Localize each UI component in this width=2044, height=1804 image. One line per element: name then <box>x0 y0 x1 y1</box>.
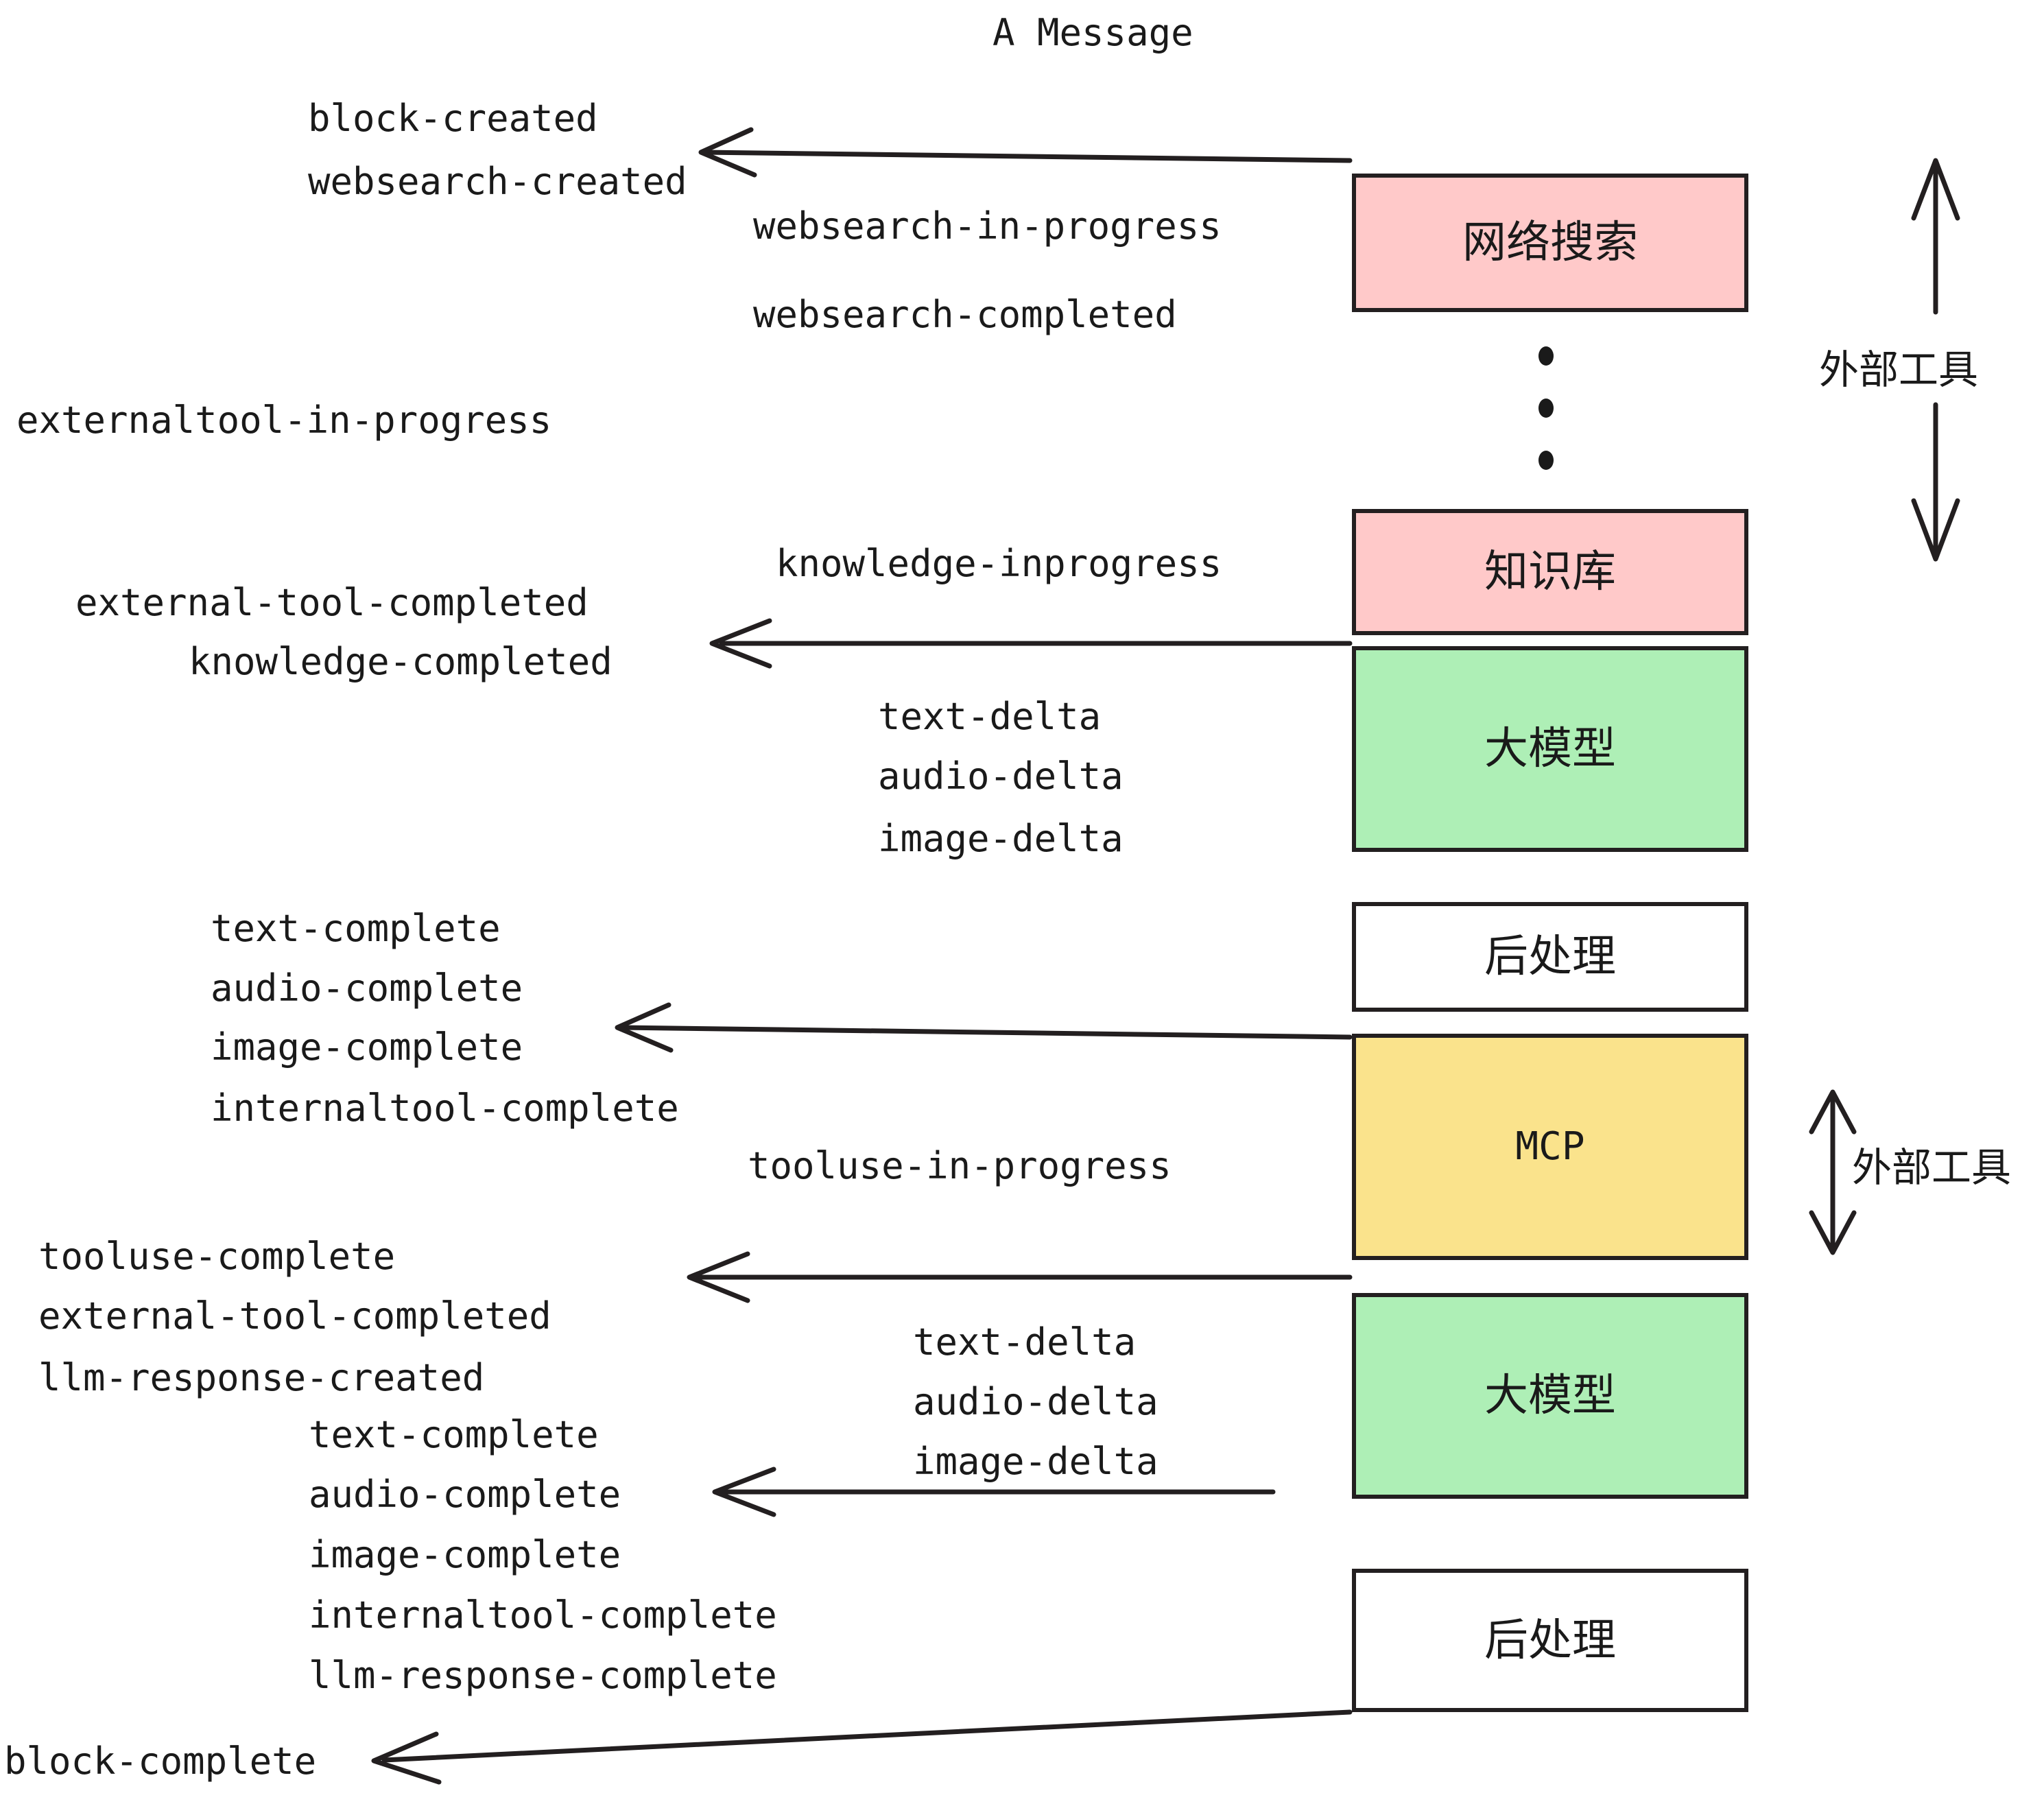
external-tools-label-bottom: 外部工具 <box>1852 1144 2012 1191</box>
arrow-knowledge-to-events <box>709 618 1353 669</box>
event-websearch-created: websearch-created <box>308 160 687 203</box>
node-postprocess-2-label: 后处理 <box>1484 1615 1616 1666</box>
arrow-postprocess2-to-block-complete <box>371 1709 1353 1785</box>
event-internaltool-complete-2: internaltool-complete <box>309 1593 777 1637</box>
event-tooluse-complete: tooluse-complete <box>38 1235 396 1278</box>
ellipsis-dot <box>1538 399 1554 418</box>
external-tools-bottom-arrow <box>1809 1089 1857 1255</box>
vertical-ellipsis-icon <box>1536 346 1556 470</box>
event-image-delta-2: image-delta <box>913 1440 1158 1483</box>
event-text-complete-2: text-complete <box>309 1413 599 1456</box>
ellipsis-dot <box>1538 451 1554 470</box>
event-text-delta-1: text-delta <box>878 695 1102 738</box>
event-externaltool-in-progress: externaltool-in-progress <box>16 399 552 442</box>
event-internaltool-complete-1: internaltool-complete <box>211 1087 679 1130</box>
event-external-tool-completed-2: external-tool-completed <box>38 1294 551 1338</box>
arrow-postprocess1-to-events <box>615 1002 1353 1053</box>
node-knowledge-label: 知识库 <box>1484 547 1616 597</box>
event-block-created: block-created <box>308 97 598 140</box>
node-postprocess-1-label: 后处理 <box>1484 931 1616 982</box>
node-mcp-label: MCP <box>1515 1124 1585 1169</box>
event-tooluse-in-progress: tooluse-in-progress <box>748 1144 1172 1187</box>
arrow-mcp-to-events <box>687 1251 1353 1303</box>
event-knowledge-inprogress: knowledge-inprogress <box>776 542 1222 585</box>
node-llm-1-label: 大模型 <box>1484 724 1616 774</box>
event-image-complete-1: image-complete <box>211 1025 523 1069</box>
event-websearch-in-progress: websearch-in-progress <box>753 204 1222 248</box>
event-external-tool-completed-1: external-tool-completed <box>75 581 589 624</box>
event-text-complete-1: text-complete <box>211 907 501 950</box>
event-websearch-completed: websearch-completed <box>753 293 1177 336</box>
node-postprocess-1[interactable]: 后处理 <box>1352 902 1748 1012</box>
event-llm-response-complete: llm-response-complete <box>309 1654 777 1697</box>
event-image-delta-1: image-delta <box>878 817 1124 860</box>
node-websearch[interactable]: 网络搜索 <box>1352 174 1748 312</box>
event-llm-response-created: llm-response-created <box>38 1356 485 1399</box>
node-postprocess-2[interactable]: 后处理 <box>1352 1569 1748 1712</box>
node-mcp[interactable]: MCP <box>1352 1034 1748 1260</box>
event-block-complete: block-complete <box>4 1740 317 1783</box>
node-llm-1[interactable]: 大模型 <box>1352 646 1748 852</box>
event-image-complete-2: image-complete <box>309 1533 621 1576</box>
event-audio-delta-1: audio-delta <box>878 755 1124 798</box>
event-text-delta-2: text-delta <box>913 1320 1137 1364</box>
event-audio-complete-1: audio-complete <box>211 966 523 1010</box>
page-title: A Message <box>993 11 1193 54</box>
node-llm-2[interactable]: 大模型 <box>1352 1293 1748 1499</box>
node-knowledge[interactable]: 知识库 <box>1352 509 1748 635</box>
event-audio-complete-2: audio-complete <box>309 1473 621 1516</box>
node-websearch-label: 网络搜索 <box>1462 217 1638 268</box>
event-audio-delta-2: audio-delta <box>913 1380 1158 1423</box>
node-llm-2-label: 大模型 <box>1484 1370 1616 1421</box>
external-tools-label-top: 外部工具 <box>1819 346 1979 393</box>
ellipsis-dot <box>1538 346 1554 366</box>
event-knowledge-completed: knowledge-completed <box>189 640 613 683</box>
arrow-websearch-to-events <box>698 127 1353 178</box>
